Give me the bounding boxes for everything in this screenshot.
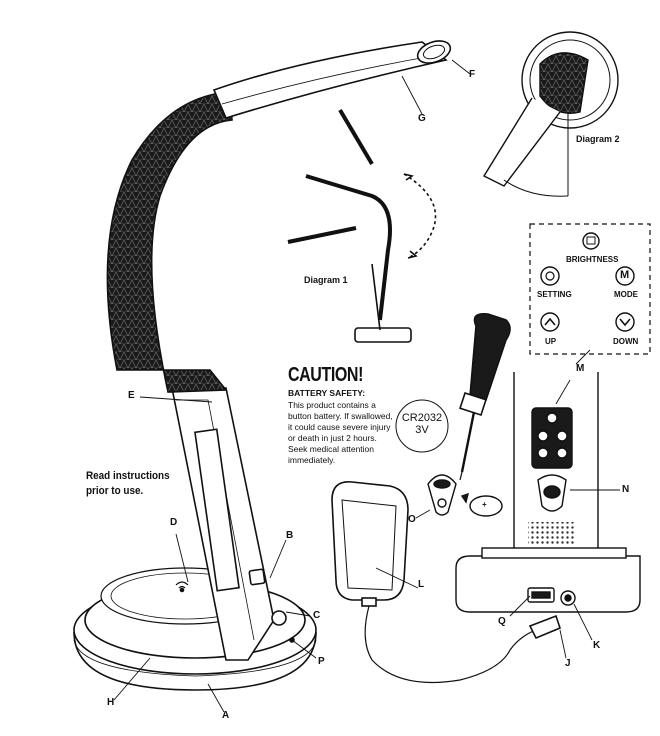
power-adapter <box>331 481 561 683</box>
label-E: E <box>128 390 135 401</box>
motion-diagram <box>287 108 437 343</box>
control-panel <box>529 223 651 355</box>
up-icon <box>540 312 560 332</box>
mode-icon <box>615 266 635 286</box>
battery-voltage: 3V <box>415 424 429 436</box>
label-J: J <box>565 658 571 669</box>
diagram-1-label: Diagram 1 <box>304 275 348 285</box>
lamp-back-view <box>455 372 641 613</box>
setting-label: SETTING <box>537 290 572 299</box>
label-N: N <box>622 484 630 495</box>
label-K: K <box>593 640 601 651</box>
label-M: M <box>576 363 585 374</box>
caution-body: This product contains a button battery. … <box>288 400 393 465</box>
lamp-neck-mesh <box>106 91 233 393</box>
label-O: O <box>408 514 416 525</box>
label-C: C <box>313 610 321 621</box>
notice-line-2: prior to use. <box>86 485 144 497</box>
battery-plus: + <box>482 500 487 509</box>
label-H: H <box>107 697 115 708</box>
battery-model: CR2032 <box>401 412 443 424</box>
caution-subtitle: BATTERY SAFETY: <box>288 388 366 398</box>
wireless-charging-icon <box>175 581 189 593</box>
brightness-icon <box>582 232 600 250</box>
battery-spec: CR2032 3V <box>392 412 452 436</box>
diagram-2-label: Diagram 2 <box>576 134 620 144</box>
down-icon <box>615 312 635 332</box>
caution-title: CAUTION! <box>288 364 364 386</box>
notice-line-1: Read instructions <box>86 470 170 482</box>
lamp-base <box>73 567 317 691</box>
label-L: L <box>418 579 425 590</box>
label-D: D <box>170 517 178 528</box>
brightness-label: BRIGHTNESS <box>566 255 619 264</box>
label-F: F <box>469 69 476 80</box>
label-A: A <box>222 710 230 721</box>
lamp-arm <box>212 40 452 119</box>
up-label: UP <box>545 337 557 346</box>
mode-label: MODE <box>614 290 638 299</box>
label-B: B <box>286 530 294 541</box>
tilt-diagram <box>483 31 619 197</box>
label-P: P <box>318 656 325 667</box>
coin-battery <box>469 495 503 517</box>
setting-icon <box>540 266 560 286</box>
mode-glyph: M <box>620 269 630 281</box>
label-G: G <box>418 113 426 124</box>
screwdriver <box>459 312 511 481</box>
down-label: DOWN <box>613 337 639 346</box>
battery-holder <box>395 399 503 517</box>
read-instructions-notice: Read instructions prior to use. <box>86 469 170 499</box>
label-Q: Q <box>498 616 506 627</box>
leader-lines <box>113 59 620 713</box>
